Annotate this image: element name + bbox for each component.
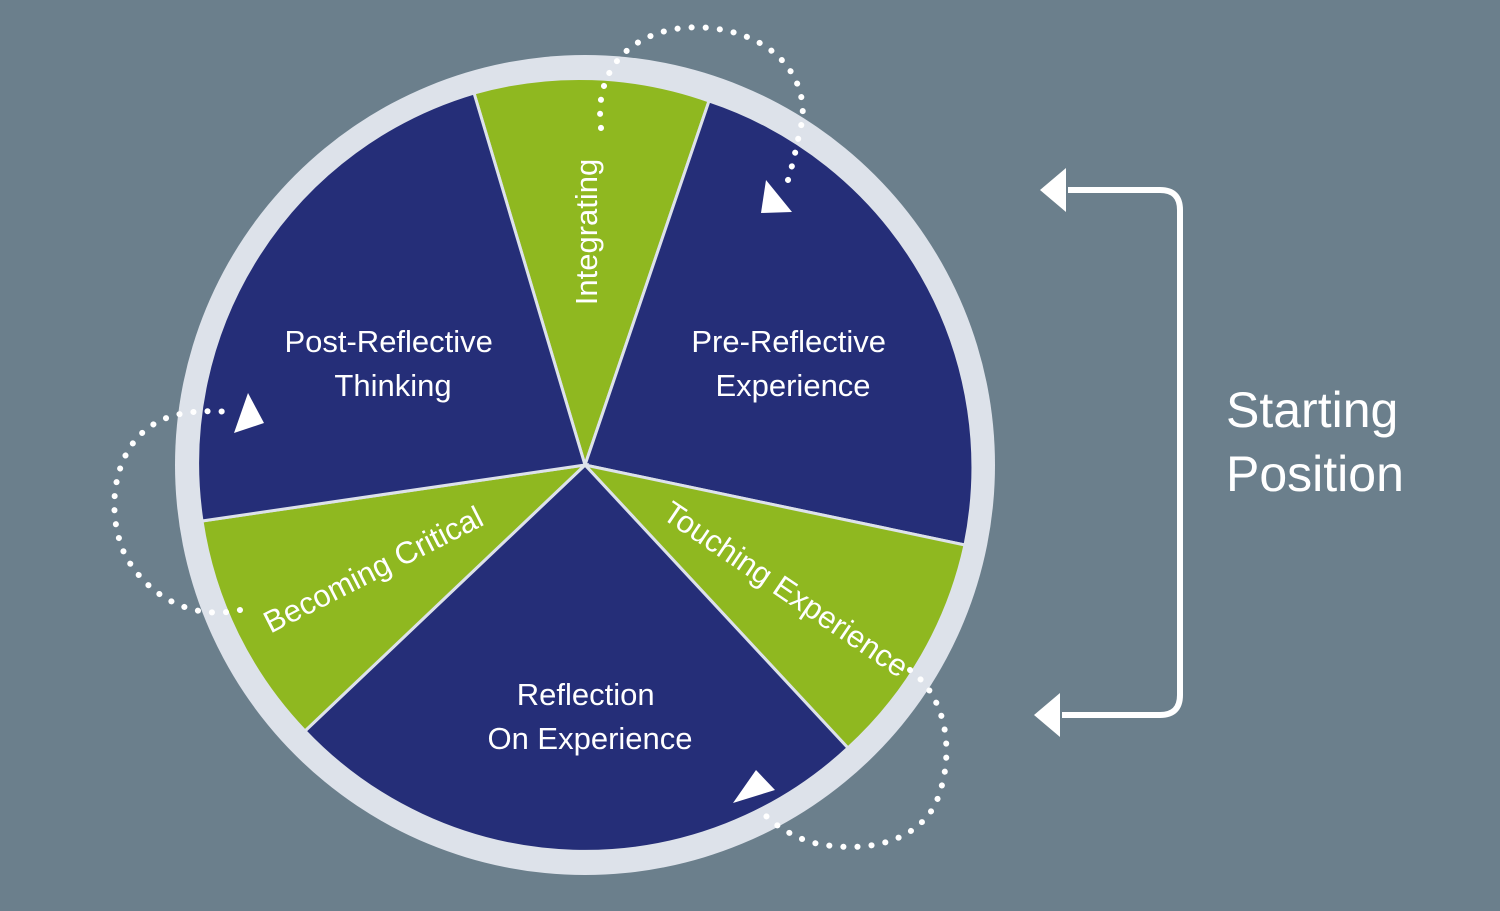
label-pre-reflective-line1: Pre-Reflective <box>691 324 886 359</box>
segment-touching-experience <box>580 462 967 751</box>
label-reflection-line1: Reflection <box>517 677 655 712</box>
label-post-reflective: Post-Reflective Thinking <box>284 324 501 403</box>
starting-position-bracket <box>1034 168 1183 737</box>
dotted-arrow-top <box>597 24 806 213</box>
label-reflection-line2: On Experience <box>487 721 692 756</box>
dotted-arrow-left <box>111 393 264 616</box>
label-post-reflective-line1: Post-Reflective <box>284 324 492 359</box>
segment-integrating <box>472 76 711 470</box>
dotted-arrow-bottom-right <box>733 667 950 850</box>
bracket-arrow-bottom-icon <box>1034 693 1060 737</box>
segment-pre-reflective-experience <box>583 99 975 547</box>
starting-position-line1: Starting <box>1226 382 1398 438</box>
arrow-head-bottom-right-icon <box>733 770 775 803</box>
arrow-head-top-icon <box>761 180 792 213</box>
arrow-head-left-icon <box>234 393 264 433</box>
label-reflection-on-experience: Reflection On Experience <box>487 677 692 756</box>
segment-post-reflective-thinking <box>196 91 587 523</box>
label-post-reflective-line2: Thinking <box>334 368 451 403</box>
bracket-arrow-top-icon <box>1040 168 1066 212</box>
label-pre-reflective: Pre-Reflective Experience <box>691 324 894 403</box>
label-integrating: Integrating <box>569 159 604 306</box>
segment-becoming-critical <box>200 462 590 734</box>
label-pre-reflective-line2: Experience <box>715 368 870 403</box>
segment-reflection-on-experience <box>302 462 851 853</box>
starting-position-line2: Position <box>1226 446 1404 502</box>
starting-position-label: Starting Position <box>1226 382 1412 502</box>
